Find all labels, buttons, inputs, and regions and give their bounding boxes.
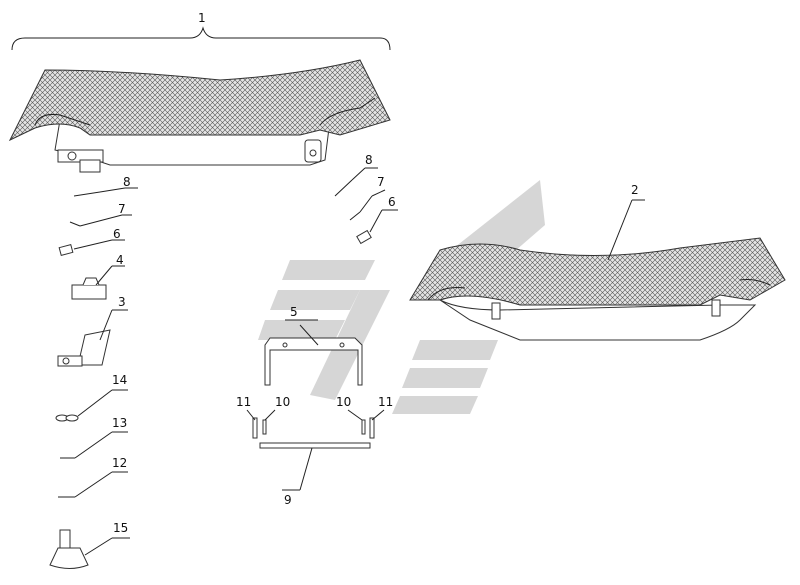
callout-4: 4 [116,253,124,267]
pin-part-10-right [347,409,366,435]
pin-part-12 [58,471,128,498]
callout-10-left: 10 [275,395,290,409]
callout-10-right: 10 [336,395,351,409]
callout-11-left: 11 [236,395,251,409]
knob-part-15 [49,529,130,569]
nut-part-6-left [58,239,125,257]
seat-frame-2 [439,299,757,341]
washer-part-7-left [69,214,132,227]
callout-14: 14 [112,373,127,387]
callout-6-left: 6 [113,227,121,241]
plate-part-3 [57,309,128,367]
seat-cushion-2 [409,237,786,306]
callout-6-right: 6 [388,195,396,209]
screw-part-11-left [246,409,258,439]
callout-15: 15 [113,521,128,535]
callout-13: 13 [112,416,127,430]
callout-1: 1 [198,11,206,25]
callout-2: 2 [631,183,639,197]
pin-part-8-right [334,167,378,197]
pin-part-8-left [73,187,138,197]
bracket-part-5 [264,319,363,386]
chain-part-14 [55,389,128,422]
screw-part-11-right [369,409,385,439]
callout-3: 3 [118,295,126,309]
seat-assembly-part-1 [8,26,391,173]
callout-7-left: 7 [118,202,126,216]
seat-cushion-1 [8,59,391,142]
callout-7-right: 7 [377,175,385,189]
callout-11-right: 11 [378,395,393,409]
pin-part-13 [60,431,128,459]
callout-12: 12 [112,456,127,470]
washer-part-7-right [349,189,386,221]
callout-8-left: 8 [123,175,131,189]
bracket-line-1 [11,26,391,51]
callout-5: 5 [290,305,298,319]
rod-part-9 [259,442,371,491]
seat-part-2 [409,199,786,341]
callout-8-right: 8 [365,153,373,167]
nut-part-6-right [356,209,398,245]
pin-part-10-left [262,409,276,435]
callout-9: 9 [284,493,292,507]
clamp-part-4 [71,265,125,300]
